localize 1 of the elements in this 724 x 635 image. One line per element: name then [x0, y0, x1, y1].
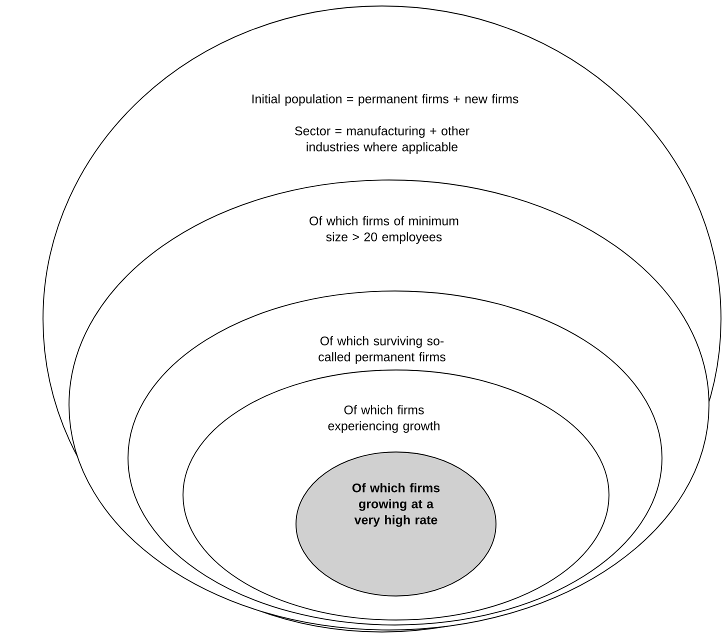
node-label: Of which firms of minimum size > 20 employees [310, 216, 458, 244]
